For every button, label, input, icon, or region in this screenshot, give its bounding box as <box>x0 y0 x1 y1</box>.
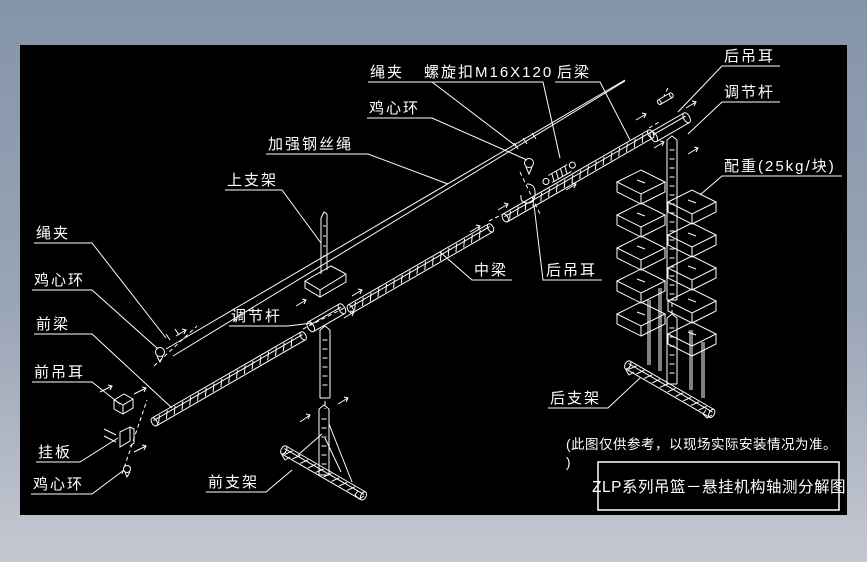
turnbuckle-part <box>542 161 576 185</box>
leader-lines <box>31 65 842 495</box>
assembly-arrows <box>99 100 699 453</box>
thimble-bottom-left <box>123 465 131 479</box>
thimble-lower <box>155 347 165 364</box>
label-thimble-left: 鸡心环 <box>34 272 85 289</box>
front-support-part <box>280 404 368 501</box>
label-rear-lug-top: 后吊耳 <box>724 48 775 65</box>
rear-support-part <box>624 288 716 419</box>
front-adjust-rod <box>319 325 331 399</box>
rear-lug-part <box>519 171 541 215</box>
middle-beam <box>346 223 495 314</box>
label-hanging-plate: 挂板 <box>38 443 72 461</box>
note-line1: (此图仅供参考，以现场实际安装情况为准。 <box>566 436 837 452</box>
wire-rope <box>165 79 626 357</box>
rear-lug-pin <box>656 92 674 105</box>
label-thimble-bottom: 鸡心环 <box>33 476 84 493</box>
thimble-upper <box>524 158 534 176</box>
label-middle-beam: 中梁 <box>474 262 508 279</box>
label-front-beam: 前梁 <box>36 316 70 333</box>
label-adjust-rod-front: 调节杆 <box>231 308 282 325</box>
drawing-title: ZLP系列吊篮－悬挂机构轴测分解图 <box>592 478 846 496</box>
label-rope-clamp-left: 绳夹 <box>36 225 70 242</box>
counterweight-stack <box>615 169 718 357</box>
upper-bracket-part <box>304 211 348 298</box>
drawing-canvas <box>20 45 847 515</box>
front-beam <box>150 331 307 427</box>
label-counterweight: 配重(25kg/块) <box>724 158 836 175</box>
rear-adjust-rod <box>666 135 678 301</box>
label-rear-lug-mid: 后吊耳 <box>546 262 597 279</box>
label-wire-rope: 加强钢丝绳 <box>268 136 353 153</box>
note-line2: ) <box>566 455 571 470</box>
label-rear-support: 后支架 <box>550 390 601 407</box>
label-rope-clamp-top: 绳夹 <box>370 64 404 81</box>
title-block-border <box>597 461 840 511</box>
rear-beam <box>501 129 655 223</box>
label-front-support: 前支架 <box>208 474 259 491</box>
label-turnbuckle: 螺旋扣M16X120 <box>424 64 553 81</box>
label-upper-bracket: 上支架 <box>227 172 278 189</box>
label-rear-beam: 后梁 <box>557 64 591 81</box>
label-thimble-top: 鸡心环 <box>369 100 420 117</box>
label-front-lug: 前吊耳 <box>34 364 85 381</box>
rear-sleeve <box>649 112 691 143</box>
rope-clamps-lower <box>165 328 180 341</box>
front-sleeve <box>306 303 347 333</box>
label-adjust-rod-rear: 调节杆 <box>724 84 775 101</box>
